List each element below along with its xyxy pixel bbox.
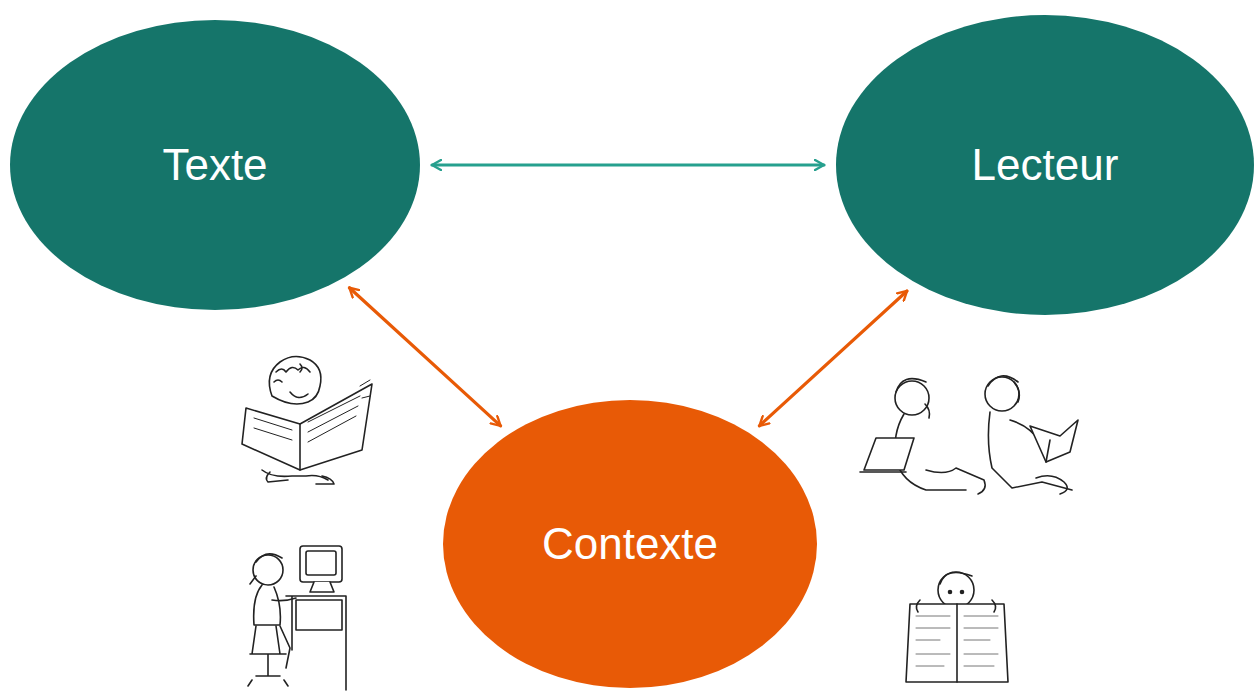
ellipse-fill — [836, 15, 1254, 315]
double-arrow — [349, 288, 500, 426]
node-label: Lecteur — [972, 140, 1119, 191]
ellipse-node: Lecteur — [836, 15, 1254, 315]
ellipse-node: Texte — [10, 20, 420, 310]
ellipse-fill — [10, 20, 420, 310]
node-label: Contexte — [542, 519, 718, 570]
child-reading-newspaper — [906, 572, 1008, 682]
children-back-to-back — [860, 376, 1078, 494]
double-arrow — [432, 163, 824, 166]
ellipse-fill — [443, 400, 817, 688]
ellipse-shape — [10, 20, 420, 310]
double-arrow — [759, 291, 907, 426]
ellipse-node: Contexte — [443, 400, 817, 688]
ellipse-shape — [836, 15, 1254, 315]
child-at-computer — [248, 546, 346, 690]
child-reading-book — [242, 356, 372, 484]
node-label: Texte — [162, 140, 267, 191]
ellipse-shape — [443, 400, 817, 688]
